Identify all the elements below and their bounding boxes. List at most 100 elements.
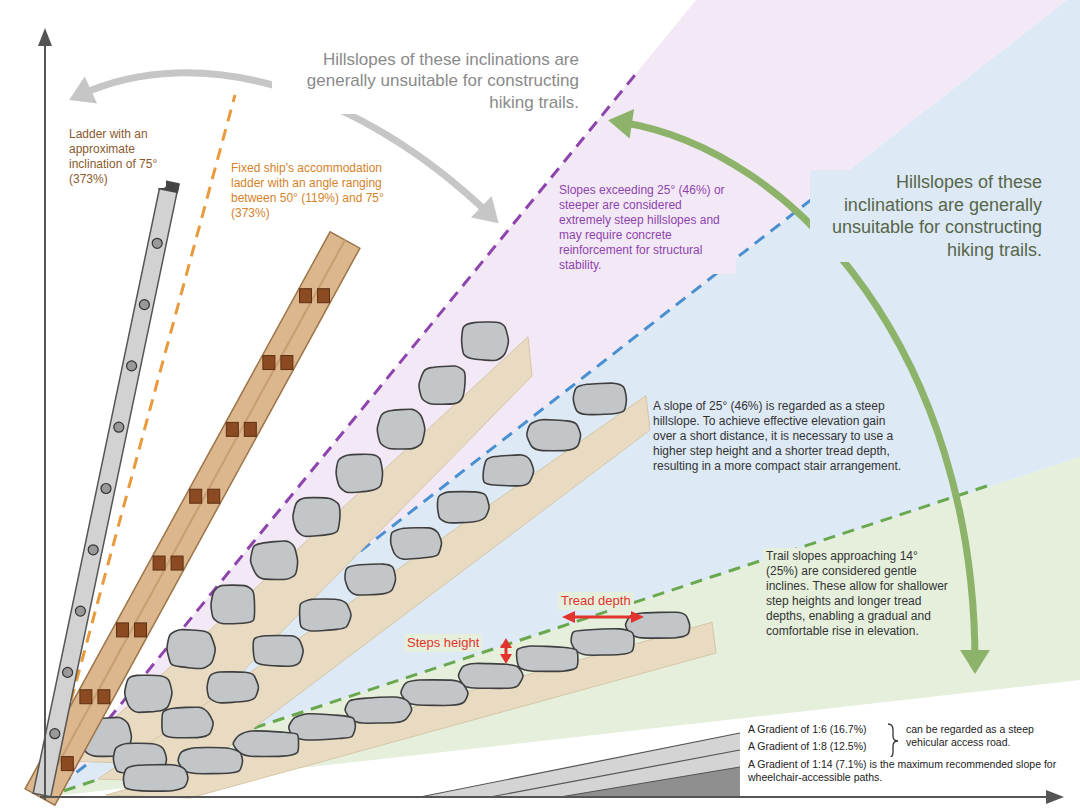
- wood-grain: [40, 240, 345, 797]
- gradient-line: [420, 733, 740, 797]
- stone: [517, 646, 578, 671]
- ladder-rung: [127, 361, 137, 371]
- rung-block: [135, 623, 147, 637]
- rung-block: [226, 422, 238, 436]
- brace: [888, 724, 898, 758]
- slope-note: Trail slopes approaching 14° (25%) are c…: [763, 548, 953, 640]
- rung-block: [153, 556, 165, 570]
- rung-block: [98, 690, 110, 704]
- arrow-head: [500, 654, 512, 664]
- stone: [438, 492, 490, 523]
- rung-block: [208, 489, 220, 503]
- stone-group: [85, 322, 690, 791]
- ladder-rung: [153, 556, 183, 570]
- stone: [527, 420, 581, 451]
- stone: [571, 629, 634, 655]
- stone: [401, 680, 468, 706]
- stone: [167, 630, 215, 669]
- ladder-rung: [263, 356, 293, 370]
- soil-group: [68, 337, 716, 798]
- stone: [300, 599, 351, 631]
- rung-block: [281, 356, 293, 370]
- ladder-rung: [114, 422, 124, 432]
- ladder-rung: [152, 238, 162, 248]
- x-axis: [40, 796, 1048, 798]
- stone: [458, 663, 523, 688]
- rung-block: [61, 757, 73, 771]
- ladder-rung: [190, 489, 220, 503]
- arrow-head: [69, 77, 97, 104]
- steep-region: [45, 0, 1080, 797]
- ladder-rung: [63, 667, 73, 677]
- stone: [573, 383, 626, 415]
- rung-block: [244, 422, 256, 436]
- slope-note: A slope of 25° (46%) is regarded as a st…: [650, 398, 910, 475]
- stone: [211, 585, 255, 624]
- arrow-head: [608, 109, 634, 138]
- ladder-group: [25, 180, 360, 805]
- stone: [293, 498, 340, 537]
- warning-note: Hillslopes of these inclinations are gen…: [272, 48, 582, 114]
- slope-line: [45, 185, 830, 797]
- slope-note: Slopes exceeding 25° (46%) or steeper ar…: [556, 182, 736, 274]
- dimension-arrow: [572, 616, 634, 619]
- gradient-label: A Gradient of 1:6 (16.7%): [745, 722, 869, 737]
- arrow-head: [631, 611, 644, 623]
- ladder-rung: [88, 545, 98, 555]
- arc-group: [69, 73, 990, 674]
- rung-block: [190, 489, 202, 503]
- stone: [178, 748, 242, 774]
- rung-block: [171, 556, 183, 570]
- stone: [345, 697, 412, 723]
- rung-block: [318, 289, 330, 303]
- gradient-label: A Gradient of 1:8 (12.5%): [745, 739, 869, 754]
- gradient-note: A Gradient of 1:14 (7.1%) is the maximum…: [745, 757, 1065, 785]
- ladder-note: Ladder with an approximate inclination o…: [66, 126, 166, 188]
- ladder-rung: [139, 300, 149, 310]
- path-strip: [560, 767, 740, 797]
- arrow-head: [500, 638, 512, 648]
- axis-head: [38, 28, 52, 46]
- soil-band: [106, 622, 716, 798]
- stone: [391, 528, 442, 559]
- ladder-rung: [300, 289, 330, 303]
- stone: [207, 672, 258, 703]
- stone: [336, 454, 382, 492]
- stone: [483, 455, 533, 486]
- stone: [345, 564, 396, 595]
- stone: [125, 675, 172, 712]
- ladder-rung: [75, 606, 85, 616]
- gradient-line: [490, 750, 740, 797]
- gradient-line: [560, 767, 740, 797]
- y-axis: [44, 44, 46, 800]
- stone: [419, 366, 465, 404]
- ladder-rung: [226, 422, 256, 436]
- rung-block: [263, 356, 275, 370]
- ladder-rung: [117, 623, 147, 637]
- arrow-head: [960, 650, 990, 674]
- rung-block: [300, 289, 312, 303]
- stone: [251, 541, 298, 579]
- stone: [377, 409, 425, 449]
- rung-block: [117, 623, 129, 637]
- gradient-note: can be regarded as a steep vehicular acc…: [903, 722, 1071, 750]
- stone: [253, 635, 303, 666]
- wooden-ladder: [25, 232, 360, 805]
- arrow-head: [471, 196, 499, 223]
- arrow-head: [562, 611, 575, 623]
- stone: [462, 322, 509, 360]
- metal-ladder: [33, 180, 179, 797]
- range-note: Hillslopes of these inclinations are gen…: [810, 170, 1045, 262]
- ladder-rung: [50, 729, 60, 739]
- road-strip: [420, 733, 740, 797]
- ladder-rung: [101, 484, 111, 494]
- axis-head: [1046, 790, 1064, 804]
- dimension-label: Tread depth: [558, 592, 634, 610]
- rung-block: [80, 690, 92, 704]
- dimension-label: Steps height: [404, 634, 482, 652]
- stone: [233, 731, 298, 757]
- ladder-rung: [80, 690, 110, 704]
